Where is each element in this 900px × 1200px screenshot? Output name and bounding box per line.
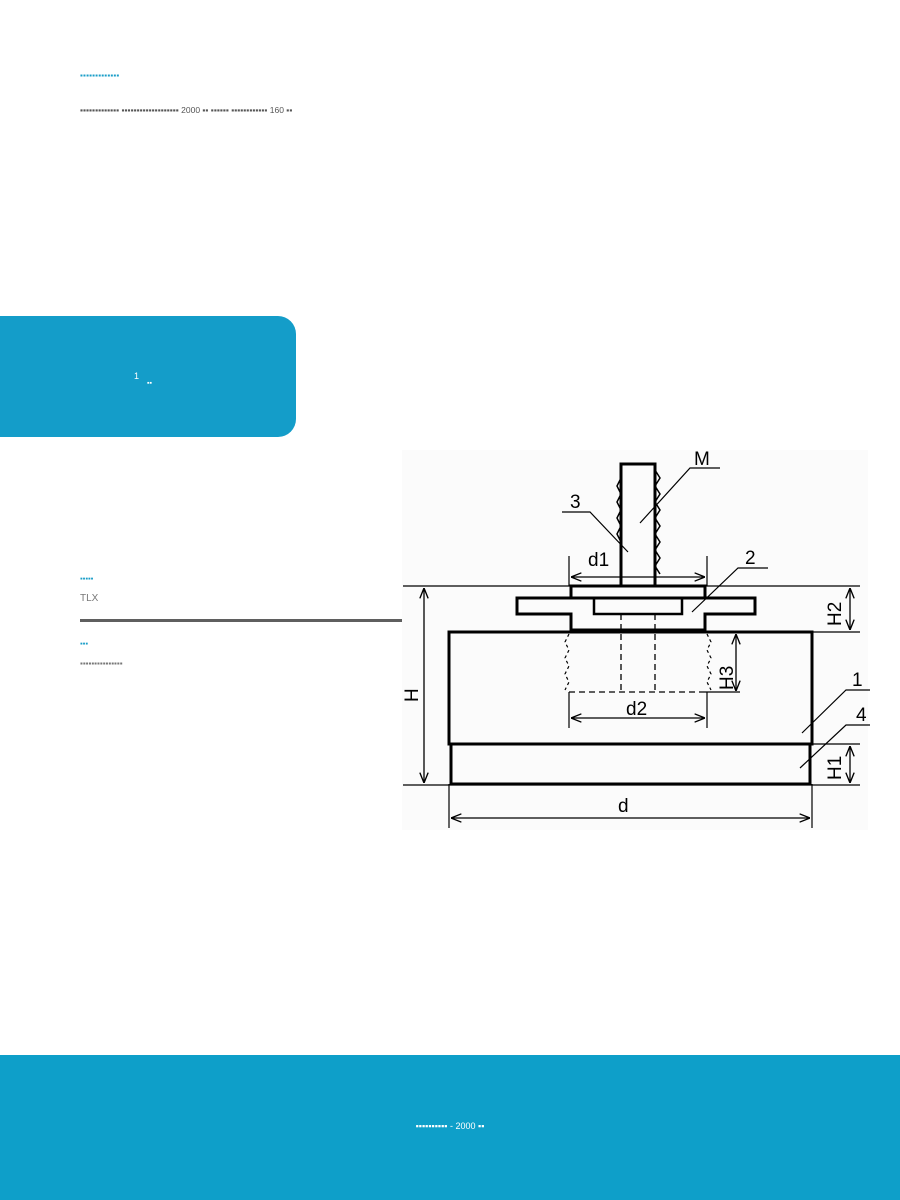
label-d: d — [618, 796, 629, 817]
label-part-2: 2 — [745, 548, 756, 569]
footer-text: ▪▪▪▪▪▪▪▪▪▪ - 2000 ▪▪ — [415, 1121, 485, 1131]
label-d2: d2 — [626, 699, 647, 720]
label-h1: H1 — [825, 756, 846, 780]
property-value-type: ▪▪▪▪▪▪▪▪▪▪▪▪▪▪▪ — [80, 659, 123, 668]
label-h3: H3 — [717, 666, 738, 690]
badge-number: 1 — [134, 371, 140, 381]
footer-banner — [0, 1055, 900, 1200]
divider — [80, 619, 403, 622]
property-label-brand: ▪▪▪▪▪ — [80, 574, 94, 583]
badge-unit: ▪▪ — [147, 380, 152, 387]
quantity-badge — [0, 316, 296, 437]
label-h2: H2 — [825, 602, 846, 626]
label-d1: d1 — [588, 550, 609, 571]
label-m: M — [694, 450, 710, 470]
section-title: ▪▪▪▪▪▪▪▪▪▪▪▪▪ — [80, 71, 120, 80]
property-label-type: ▪▪▪ — [80, 639, 88, 648]
label-part-4: 4 — [856, 705, 867, 726]
product-description: ▪▪▪▪▪▪▪▪▪▪▪▪▪ ▪▪▪▪▪▪▪▪▪▪▪▪▪▪▪▪▪▪▪ 2000 ▪… — [80, 105, 293, 115]
label-part-1: 1 — [852, 670, 863, 691]
property-value-brand: TLX — [80, 593, 99, 604]
vibration-mount-technical-drawing: M 3 d1 2 d2 1 4 d H H2 H1 H3 — [402, 450, 870, 830]
label-h: H — [402, 688, 423, 702]
label-part-3: 3 — [570, 492, 581, 513]
